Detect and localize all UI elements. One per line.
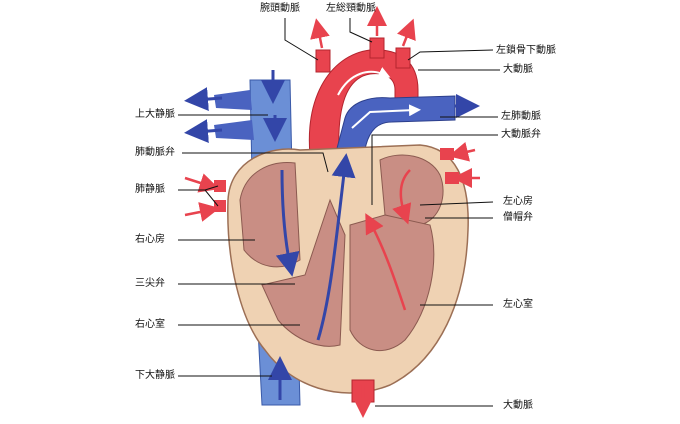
label-right-ventricle: 右心室 [135,319,165,330]
label-left-pulmonary-artery: 左肺動脈 [501,111,541,122]
label-aorta-bottom: 大動脈 [503,400,533,411]
flow-arrow-rv [316,153,356,341]
leader-pulmonary-valve [182,152,329,173]
leader-subclavian [407,49,494,61]
subclavian-branch [395,47,411,69]
leader-left-atrium [419,201,494,206]
label-mitral-valve: 僧帽弁 [503,212,533,223]
pulmonary-branch-left [214,90,252,110]
leader-brachiocephalic [284,18,319,61]
flow-arrow-pv-r1 [448,141,476,162]
leader-lines [178,18,500,407]
flow-arrow-aorta-up-1 [310,18,330,49]
left-ventricle-shape [349,214,435,351]
flow-arrow-aorta-white [337,67,391,96]
label-tricuspid-valve: 三尖弁 [135,278,165,289]
pulmonary-vein-l1 [214,180,226,192]
carotid-branch [369,37,385,59]
label-left-ventricle: 左心室 [503,299,533,310]
brachiocephalic-branch [315,49,331,73]
label-brachiocephalic-artery: 腕頭動脈 [260,3,300,14]
flow-arrow-lv [365,213,407,311]
pulmonary-branch-left-2 [214,120,254,140]
label-aorta-top: 大動脈 [503,64,533,75]
label-aortic-valve: 大動脈弁 [501,129,541,140]
pulmonary-vein-r1 [440,148,454,160]
leader-aortic-valve [371,134,498,205]
label-pulmonary-valve: 肺動脈弁 [135,147,175,158]
flow-arrow-pv-l1 [184,173,220,193]
flow-arrow-pv-l2 [184,202,220,222]
label-right-atrium: 右心房 [135,234,165,245]
flow-arrow-pa-left-2 [184,119,223,144]
flow-arrow-la [392,169,412,225]
flow-arrow-pa-white [351,104,421,129]
pulmonary-vein-r2 [445,172,459,184]
leader-carotid [349,18,373,43]
label-superior-vena-cava: 上大静脈 [135,109,175,120]
flow-arrow-pa-left-1 [184,87,223,112]
label-pulmonary-veins: 肺静脈 [135,184,165,195]
flow-arrow-aorta-up-3 [397,18,416,47]
leader-pulmonary-veins-branch-a [204,185,219,191]
flow-arrow-tricuspid [275,169,300,277]
label-left-atrium: 左心房 [503,196,533,207]
pulmonary-vein-l2 [214,200,226,212]
label-inferior-vena-cava: 下大静脈 [135,370,175,381]
leader-pulmonary-veins-branch-b [204,189,219,207]
label-left-common-carotid: 左総頸動脈 [326,3,376,14]
label-left-subclavian: 左鎖骨下動脈 [496,45,556,56]
